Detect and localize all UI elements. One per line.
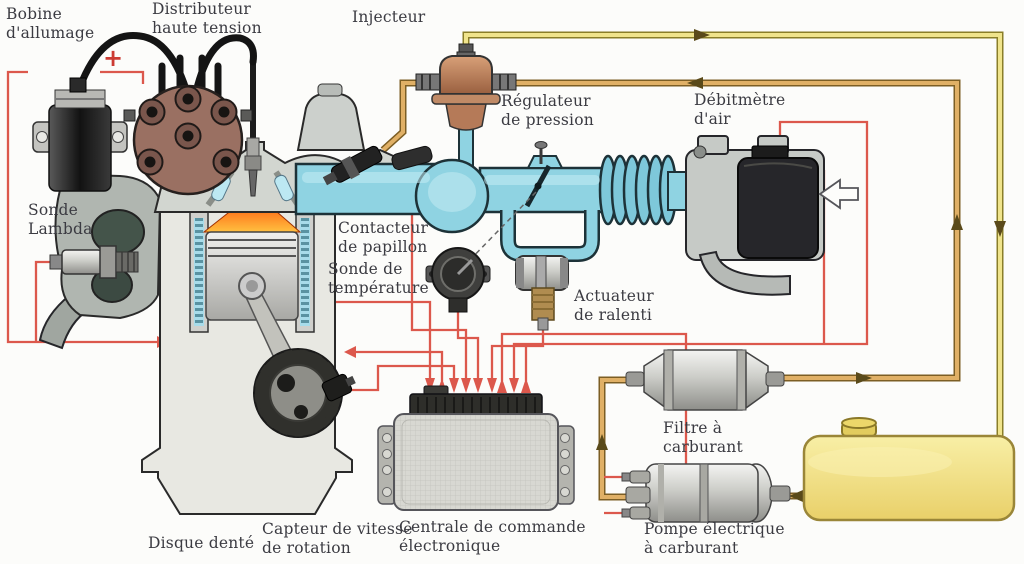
fuel-pump — [621, 463, 791, 523]
label-toothed-disc: Disque denté — [148, 534, 255, 552]
intake-bellows — [598, 154, 678, 226]
intake-manifold — [294, 109, 695, 262]
label-throttle-switch: Contacteur de papillon — [338, 219, 429, 256]
pressure-regulator — [415, 43, 517, 131]
label-speed-sensor: Capteur de vitesse de rotation — [262, 520, 413, 557]
injector — [322, 145, 433, 186]
ht-cables — [74, 31, 257, 100]
piston — [205, 231, 299, 362]
lambda-sensor — [49, 245, 139, 279]
wiring-harness — [6, 70, 869, 515]
air-intake-arrow — [818, 178, 859, 210]
throttle-position-switch — [425, 247, 491, 313]
label-fuel-pump: Pompe électrique à carburant — [644, 520, 785, 557]
fuel-filter — [625, 349, 785, 411]
label-idle-actuator: Actuateur de ralenti — [574, 287, 654, 324]
label-distributor: Distributeur haute tension — [152, 0, 262, 37]
label-fuel-filter: Filtre à carburant — [663, 419, 743, 456]
spark-plug — [244, 58, 262, 197]
fuel-tank — [802, 417, 1016, 522]
label-ecu: Centrale de commande électronique — [399, 518, 586, 555]
battery-plus-sign: + — [103, 44, 124, 72]
ecu — [377, 385, 575, 511]
label-air-flow-meter: Débitmètre d'air — [694, 91, 786, 128]
rotation-speed-sensor — [321, 373, 356, 402]
distributor — [123, 84, 253, 196]
label-lambda-sensor: Sonde Lambda — [28, 201, 93, 238]
ignition-coil — [32, 77, 128, 192]
air-flow-meter — [685, 135, 825, 296]
air-horn — [296, 83, 366, 151]
label-injector: Injecteur — [352, 8, 426, 26]
label-temperature-sensor: Sonde de température — [328, 260, 429, 297]
label-pressure-regulator: Régulateur de pression — [501, 92, 594, 129]
idle-actuator — [515, 255, 569, 331]
label-ignition-coil: Bobine d'allumage — [6, 5, 95, 42]
fuel-flow-arrows — [596, 29, 1006, 502]
